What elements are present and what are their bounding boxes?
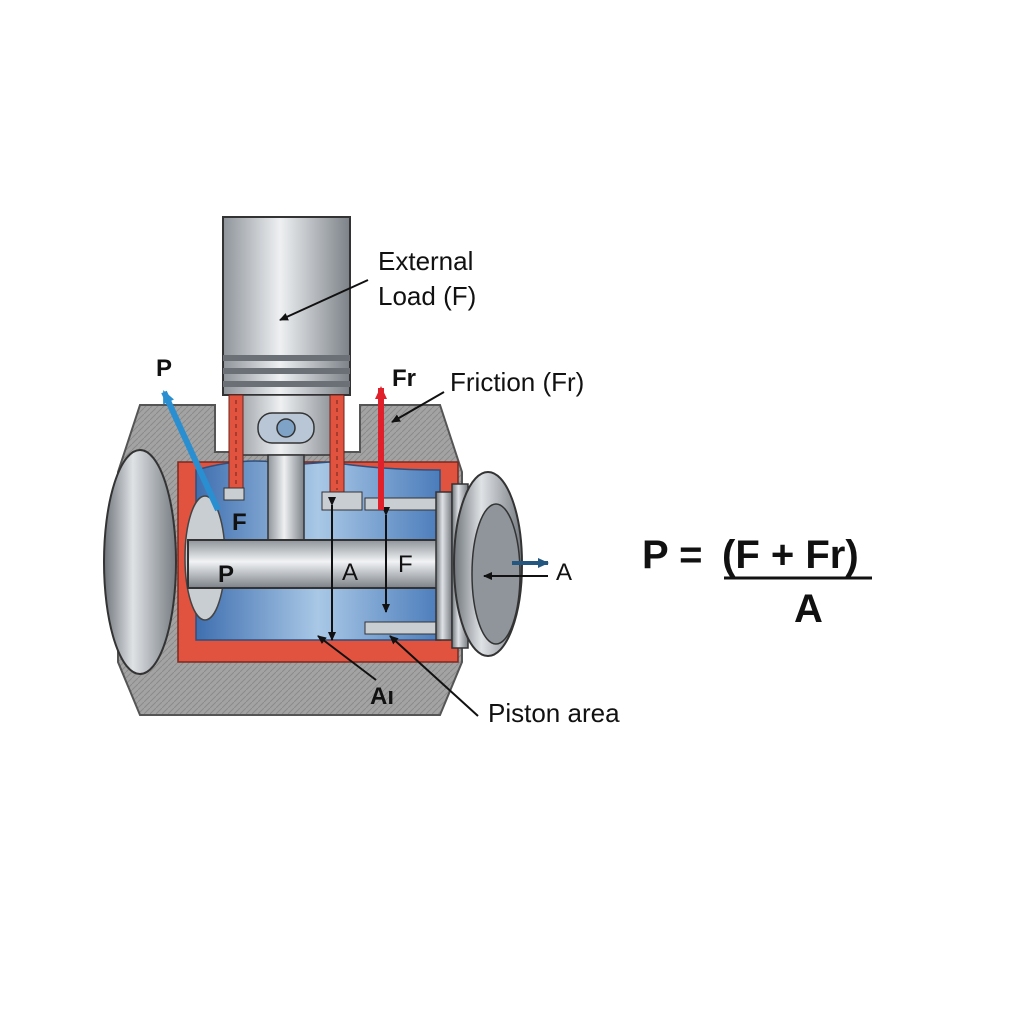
area-symbol-side: A xyxy=(556,559,572,586)
external-load-label-line1: External xyxy=(378,246,473,276)
external-load-label-line2: Load (F) xyxy=(378,281,476,311)
pressure-formula: P = (F + Fr) A xyxy=(642,533,872,631)
area-symbol-bottom: Aı xyxy=(370,683,394,710)
force-symbol-rod: F xyxy=(398,551,413,578)
friction-label: Friction (Fr) xyxy=(450,367,584,397)
area-symbol-rod: A xyxy=(342,559,358,586)
friction-symbol-top: Fr xyxy=(392,365,416,392)
formula-lhs: P = xyxy=(642,533,702,577)
pressure-arrow xyxy=(161,390,221,512)
horizontal-rod xyxy=(187,497,441,635)
pressure-symbol-rod: P xyxy=(218,561,234,588)
pressure-symbol-top: P xyxy=(156,355,172,382)
piston-area-label: Piston area xyxy=(488,698,620,728)
piston-head xyxy=(435,471,523,657)
leader-lines xyxy=(279,279,548,717)
force-symbol-inner: F xyxy=(232,509,247,536)
vertical-piston-rod xyxy=(222,216,363,546)
internal-dimension-arrows xyxy=(328,497,390,641)
formula-numerator: (F + Fr) xyxy=(722,533,859,577)
formula-denominator: A xyxy=(794,587,823,631)
